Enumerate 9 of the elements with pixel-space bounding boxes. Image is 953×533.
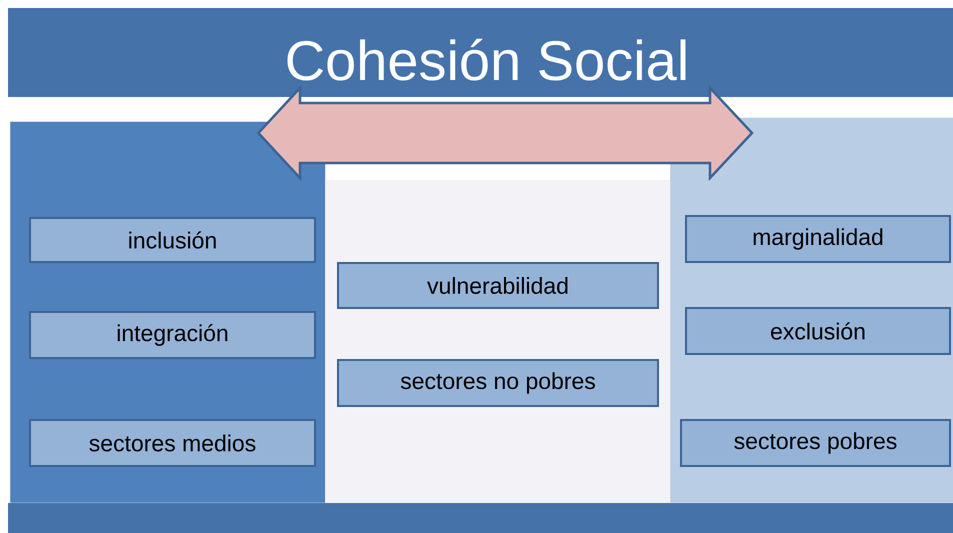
term-box: sectores medios (29, 419, 316, 467)
title: Cohesión Social (288, 38, 686, 81)
term-box: vulnerabilidad (337, 262, 659, 309)
term-box: exclusión (685, 307, 952, 355)
term-box: marginalidad (685, 215, 952, 263)
term-box: sectores no pobres (337, 359, 659, 407)
term-box: integración (29, 311, 316, 359)
term-box: sectores pobres (680, 419, 952, 467)
term-box: inclusión (29, 217, 316, 263)
